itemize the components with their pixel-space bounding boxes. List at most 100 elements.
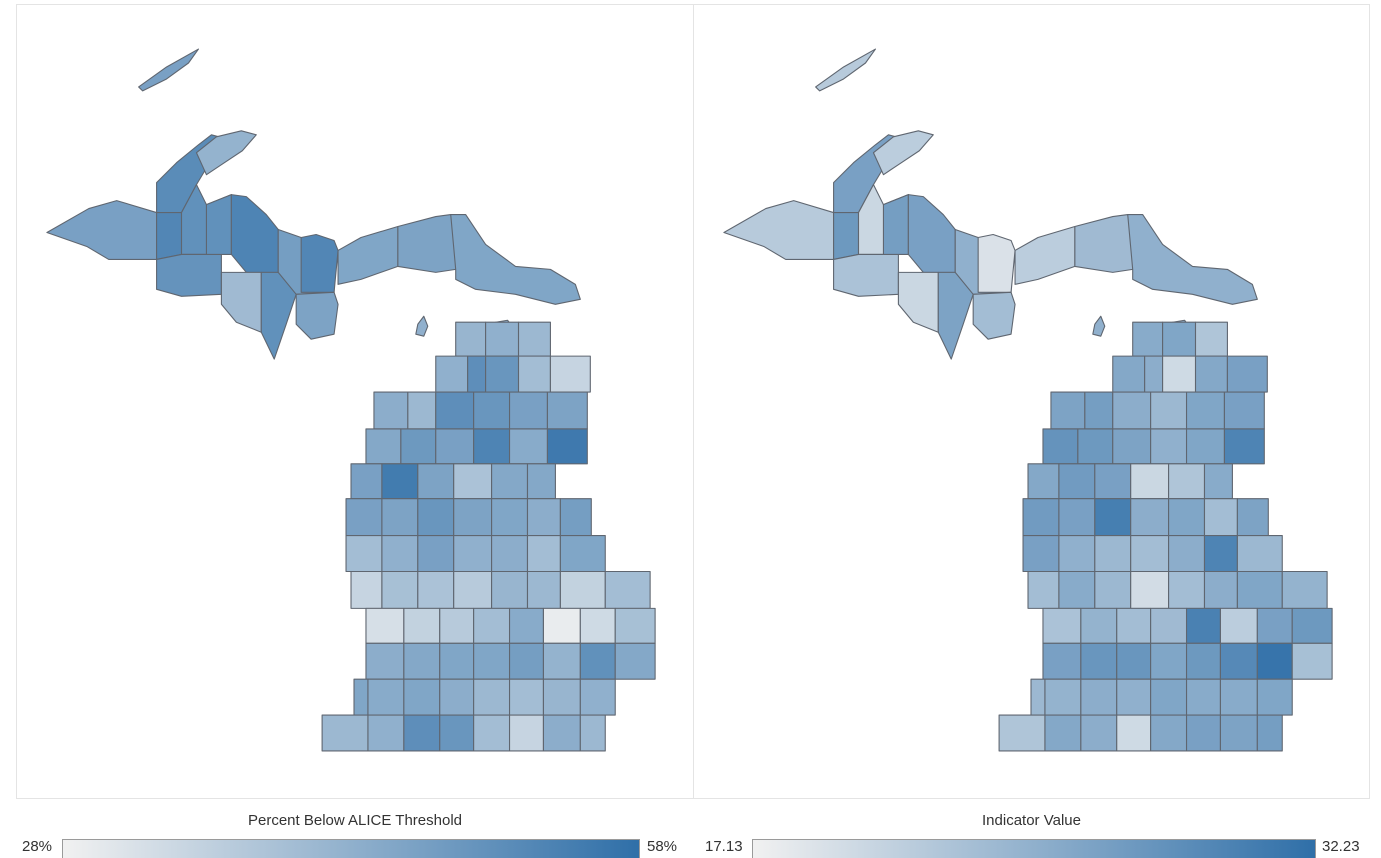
county-region[interactable] <box>1150 678 1188 716</box>
county-region[interactable] <box>998 714 1046 752</box>
county-region[interactable] <box>1130 570 1170 609</box>
county-region[interactable] <box>473 391 511 430</box>
county-region[interactable] <box>526 498 561 537</box>
county-region[interactable] <box>1130 498 1170 537</box>
county-region[interactable] <box>872 130 934 176</box>
county-region[interactable] <box>453 535 493 573</box>
county-region[interactable] <box>381 463 419 500</box>
county-region[interactable] <box>559 570 606 609</box>
county-region[interactable] <box>1162 355 1197 393</box>
county-region[interactable] <box>453 498 493 537</box>
county-region[interactable] <box>491 535 529 573</box>
county-region[interactable] <box>1116 678 1152 716</box>
county-region[interactable] <box>508 428 548 465</box>
county-region[interactable] <box>381 535 419 573</box>
county-region[interactable] <box>439 642 475 680</box>
county-region[interactable] <box>542 642 581 680</box>
county-region[interactable] <box>1256 607 1293 644</box>
county-region[interactable] <box>1203 535 1238 573</box>
county-region[interactable] <box>1185 391 1225 430</box>
county-region[interactable] <box>1022 535 1060 573</box>
county-region[interactable] <box>403 607 441 644</box>
county-region[interactable] <box>972 291 1016 340</box>
county-region[interactable] <box>542 714 581 752</box>
county-region[interactable] <box>1150 391 1188 430</box>
county-region[interactable] <box>1130 535 1170 573</box>
county-region[interactable] <box>542 607 581 644</box>
county-region[interactable] <box>508 607 544 644</box>
county-region[interactable] <box>1203 498 1238 537</box>
county-region[interactable] <box>579 607 616 644</box>
county-region[interactable] <box>473 428 511 465</box>
county-region[interactable] <box>1050 391 1086 430</box>
county-region[interactable] <box>1144 355 1164 393</box>
county-region[interactable] <box>1058 463 1096 500</box>
county-region[interactable] <box>1185 607 1221 644</box>
county-region[interactable] <box>1168 463 1206 500</box>
map-panel-right[interactable] <box>693 4 1370 799</box>
county-region[interactable] <box>1150 714 1188 752</box>
county-region[interactable] <box>1185 428 1225 465</box>
county-region[interactable] <box>1226 355 1268 393</box>
county-region[interactable] <box>1044 714 1082 752</box>
county-region[interactable] <box>1027 463 1060 500</box>
county-region[interactable] <box>1185 678 1221 716</box>
michigan-choropleth-map[interactable] <box>17 5 693 798</box>
county-region[interactable] <box>365 642 405 680</box>
county-region[interactable] <box>508 391 548 430</box>
county-region[interactable] <box>604 570 651 609</box>
county-region[interactable] <box>1194 321 1228 357</box>
county-region[interactable] <box>1112 391 1152 430</box>
county-region[interactable] <box>526 535 561 573</box>
county-region[interactable] <box>350 463 383 500</box>
county-region[interactable] <box>1116 642 1152 680</box>
county-region[interactable] <box>1150 428 1188 465</box>
county-region[interactable] <box>1112 355 1146 393</box>
county-region[interactable] <box>195 130 257 176</box>
county-region[interactable] <box>300 233 339 293</box>
county-region[interactable] <box>1030 678 1046 716</box>
county-region[interactable] <box>833 212 860 260</box>
county-region[interactable] <box>1185 714 1221 752</box>
county-region[interactable] <box>400 428 437 465</box>
county-region[interactable] <box>723 200 835 260</box>
county-region[interactable] <box>1150 642 1188 680</box>
county-region[interactable] <box>345 498 383 537</box>
county-region[interactable] <box>491 498 529 537</box>
county-region[interactable] <box>337 225 399 285</box>
county-region[interactable] <box>907 194 956 273</box>
county-region[interactable] <box>473 714 511 752</box>
county-region[interactable] <box>435 355 469 393</box>
county-region[interactable] <box>417 570 455 609</box>
county-region[interactable] <box>1256 714 1283 752</box>
county-region[interactable] <box>1077 428 1114 465</box>
county-region[interactable] <box>417 463 455 500</box>
county-region[interactable] <box>1058 570 1096 609</box>
county-region[interactable] <box>403 642 441 680</box>
county-region[interactable] <box>1116 714 1152 752</box>
county-region[interactable] <box>220 271 262 333</box>
county-region[interactable] <box>345 535 383 573</box>
county-region[interactable] <box>1185 642 1221 680</box>
county-region[interactable] <box>1168 570 1206 609</box>
county-region[interactable] <box>295 291 339 340</box>
county-region[interactable] <box>1162 321 1197 357</box>
county-region[interactable] <box>549 355 591 393</box>
county-region[interactable] <box>1194 355 1228 393</box>
county-region[interactable] <box>367 714 405 752</box>
county-region[interactable] <box>1203 463 1233 500</box>
county-region[interactable] <box>517 321 551 357</box>
county-region[interactable] <box>491 463 529 500</box>
county-region[interactable] <box>1127 214 1258 305</box>
county-region[interactable] <box>1014 225 1076 285</box>
county-region[interactable] <box>381 570 419 609</box>
county-region[interactable] <box>526 570 561 609</box>
county-region[interactable] <box>1256 642 1293 680</box>
county-region[interactable] <box>1042 428 1079 465</box>
county-region[interactable] <box>1281 570 1328 609</box>
county-region[interactable] <box>1236 570 1283 609</box>
county-region[interactable] <box>435 428 475 465</box>
county-region[interactable] <box>350 570 383 609</box>
county-region[interactable] <box>1132 321 1164 357</box>
isle-royale[interactable] <box>815 48 877 92</box>
